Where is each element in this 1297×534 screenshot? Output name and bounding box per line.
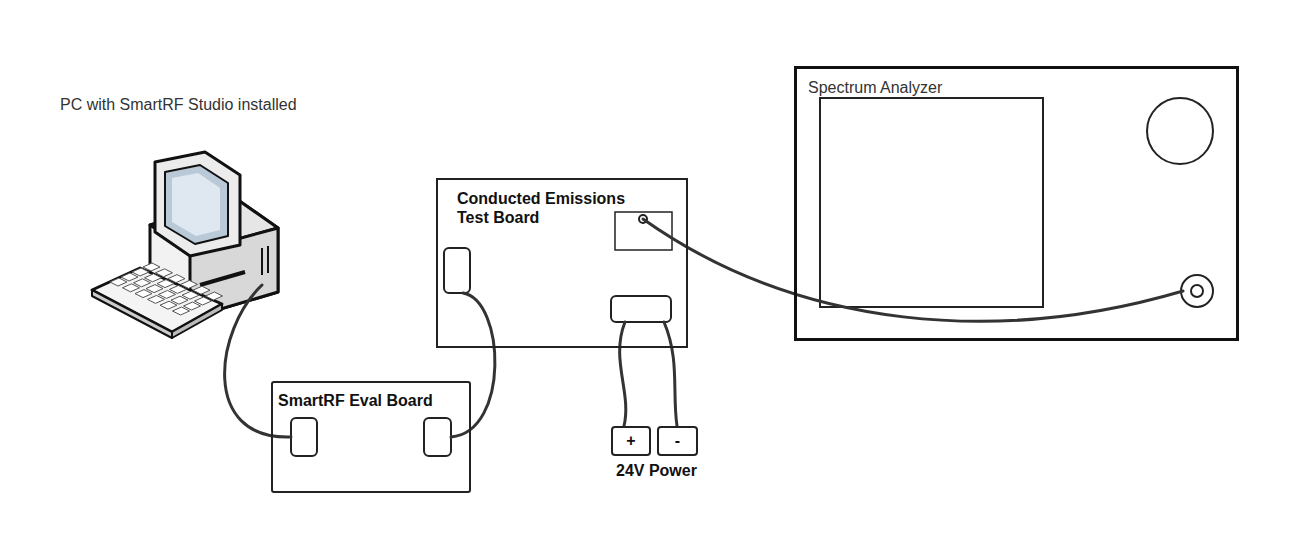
cable	[664, 322, 677, 426]
computer: PC with SmartRF Studio installed	[140, 150, 280, 295]
eval-board: SmartRF Eval Board	[271, 381, 471, 493]
power-terminal: +	[611, 426, 651, 456]
connector	[291, 212, 672, 456]
key	[206, 292, 223, 300]
node-label: SmartRF Eval Board	[278, 391, 433, 410]
key	[193, 286, 210, 294]
test-board: Conducted Emissions Test Board	[436, 178, 688, 348]
node-label: -	[659, 428, 696, 454]
key	[181, 280, 198, 288]
key	[156, 269, 173, 277]
node-label: +	[613, 428, 649, 454]
cable	[643, 219, 1183, 321]
computer-icon	[92, 152, 278, 338]
analyzer-parts	[820, 98, 1213, 307]
power-label: 24V Power	[616, 461, 697, 480]
node-label: PC with SmartRF Studio installed	[60, 95, 297, 114]
cable	[225, 285, 291, 437]
cable	[620, 322, 626, 426]
power-terminal: -	[657, 426, 698, 456]
key	[143, 263, 160, 271]
key	[168, 275, 185, 283]
spectrum-analyzer: Spectrum Analyzer	[794, 66, 1239, 341]
cable	[451, 293, 495, 437]
node-label: Spectrum Analyzer	[808, 78, 942, 97]
node-label: Conducted Emissions Test Board	[457, 189, 637, 227]
